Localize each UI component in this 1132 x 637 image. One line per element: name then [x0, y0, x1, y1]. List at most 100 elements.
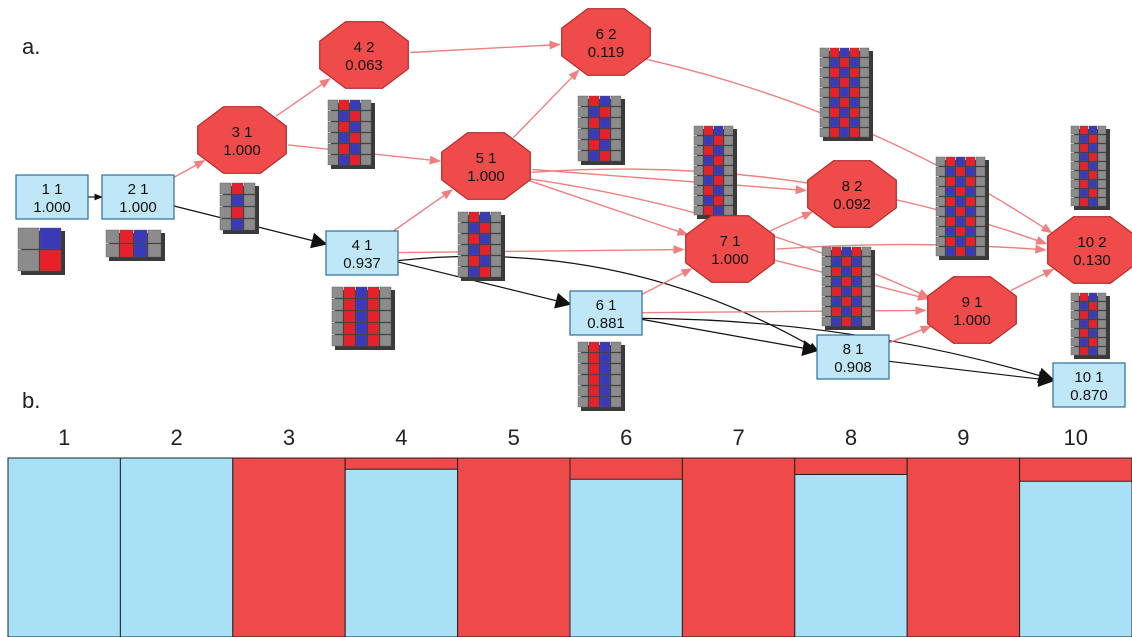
structure-tile-8 [693, 125, 737, 219]
edge-4-2-to-6-2 [410, 40, 561, 54]
node-value: 0.119 [588, 44, 624, 61]
bar-blue-segment [8, 458, 121, 637]
structure-tile-2 [105, 229, 165, 261]
bar-label: 8 [845, 425, 857, 450]
bar-red-segment [682, 458, 795, 637]
node-octagon [561, 8, 651, 76]
bar-5: 5 [457, 425, 571, 637]
node-value: 0.937 [343, 255, 381, 272]
node-box [1052, 362, 1126, 408]
node-octagon [197, 106, 287, 174]
edge-8-1-to-10-1 [888, 360, 1055, 387]
bar-label: 5 [508, 425, 520, 450]
structure-tile-14 [1070, 292, 1110, 359]
node-label: 1 1 [42, 181, 63, 198]
node-5-1: 5 11.000 [441, 132, 531, 200]
node-value: 0.092 [833, 196, 871, 213]
node-8-2: 8 20.092 [807, 160, 897, 228]
node-label: 7 1 [720, 233, 741, 250]
node-3-1: 3 11.000 [197, 106, 287, 174]
node-8-1: 8 10.908 [816, 334, 890, 380]
edge-6-1-to-9-1 [641, 306, 927, 315]
node-value: 0.063 [345, 57, 383, 74]
structure-tile-5 [331, 286, 395, 350]
edge-4-1-to-5-1 [392, 189, 453, 232]
node-value: 0.881 [587, 315, 625, 332]
node-box [569, 290, 643, 336]
bar-label: 4 [395, 425, 407, 450]
edge-5-1-to-6-2 [512, 69, 580, 139]
edge-7-1-to-10-2 [776, 243, 1047, 254]
bar-7: 7 [681, 425, 796, 637]
node-2-1: 2 11.000 [101, 174, 175, 220]
node-label: 10 1 [1074, 369, 1103, 386]
bar-4: 4 [344, 425, 459, 637]
edge-2-1-to-3-1 [173, 159, 206, 178]
node-label: 8 1 [843, 341, 864, 358]
node-octagon [319, 21, 409, 89]
edge-6-1-to-8-1 [641, 318, 819, 356]
bar-10: 10 [1019, 425, 1132, 637]
node-10-1: 10 10.870 [1052, 362, 1126, 408]
edge-9-1-to-10-2 [1010, 268, 1055, 292]
node-box [15, 174, 89, 220]
edge-8-1-to-9-1 [888, 325, 932, 344]
edge-3-1-to-4-2 [275, 78, 331, 117]
node-label: 3 1 [232, 124, 253, 141]
node-value: 1.000 [711, 251, 749, 268]
node-label: 10 2 [1077, 234, 1106, 251]
edge-6-1-to-10-1 [641, 317, 1055, 384]
node-value: 1.000 [33, 199, 71, 216]
edge-6-1-to-7-1 [641, 268, 693, 296]
structure-tile-3 [219, 182, 259, 234]
node-4-1: 4 10.937 [325, 230, 399, 276]
bar-label: 7 [732, 425, 744, 450]
bar-red-segment [907, 458, 1020, 637]
node-label: 8 2 [842, 178, 863, 195]
node-value: 1.000 [223, 142, 261, 159]
bar-label: 10 [1064, 425, 1088, 450]
node-4-2: 4 20.063 [319, 21, 409, 89]
structure-tile-11 [821, 246, 875, 330]
node-1-1: 1 11.000 [15, 174, 89, 220]
edge-7-1-to-8-2 [769, 211, 814, 232]
node-6-2: 6 20.119 [561, 8, 651, 76]
panel-label-a: a. [22, 34, 41, 59]
node-box [325, 230, 399, 276]
structure-tile-7 [577, 95, 625, 165]
bar-9: 9 [906, 425, 1021, 637]
panel-label-b: b. [22, 388, 41, 413]
bar-label: 6 [620, 425, 632, 450]
structure-tile-13 [1070, 125, 1110, 210]
node-value: 0.908 [834, 359, 872, 376]
node-octagon [807, 160, 897, 228]
bar-3: 3 [232, 425, 346, 637]
structure-tiles-layer [17, 47, 1110, 411]
bar-label: 9 [957, 425, 969, 450]
bar-label: 1 [58, 425, 70, 450]
node-6-1: 6 10.881 [569, 290, 643, 336]
node-label: 4 2 [354, 39, 375, 56]
node-octagon [441, 132, 531, 200]
node-box [101, 174, 175, 220]
bar-blue-segment [345, 469, 458, 637]
node-label: 6 1 [596, 297, 617, 314]
structure-tile-6 [457, 211, 505, 281]
node-octagon [685, 215, 775, 283]
node-9-1: 9 11.000 [927, 276, 1017, 344]
node-value: 1.000 [119, 199, 157, 216]
edge-4-1-to-7-1 [397, 245, 685, 255]
bar-6: 6 [569, 425, 683, 637]
node-10-2: 10 20.130 [1047, 216, 1132, 284]
node-octagon [1047, 216, 1132, 284]
node-value: 1.000 [953, 312, 991, 329]
node-7-1: 7 11.000 [685, 215, 775, 283]
bar-red-segment [457, 458, 570, 637]
node-octagon [927, 276, 1017, 344]
bar-label: 3 [283, 425, 295, 450]
node-value: 0.130 [1073, 252, 1111, 269]
bar-8: 8 [794, 425, 908, 637]
node-value: 1.000 [467, 168, 505, 185]
